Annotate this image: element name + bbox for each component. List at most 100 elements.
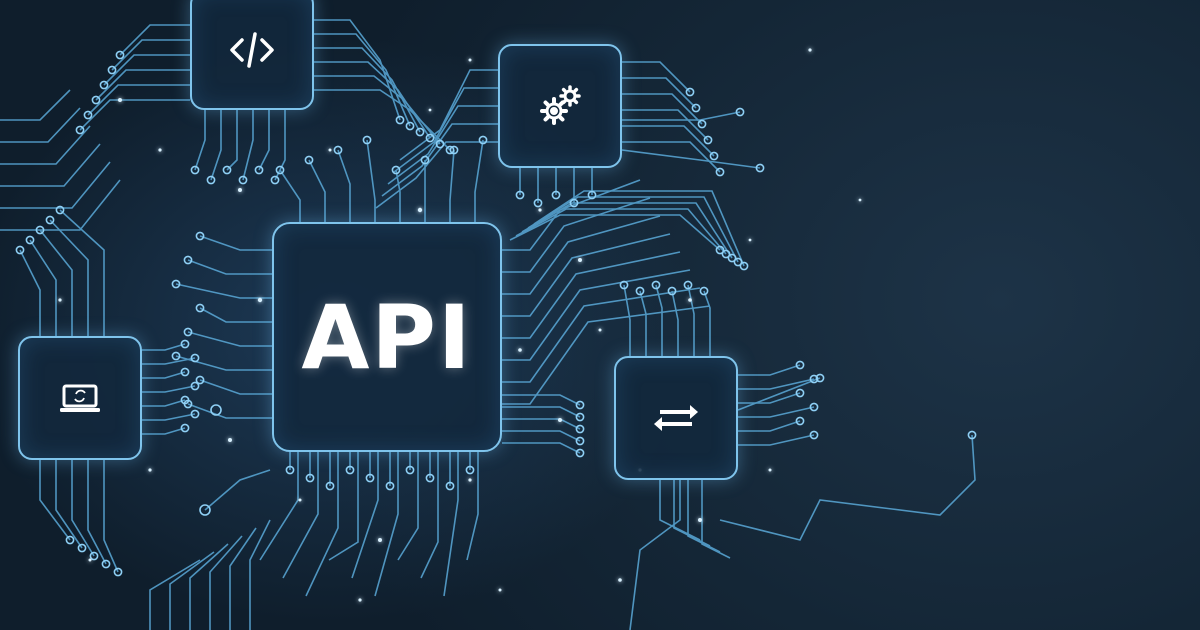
circuit-trace [738, 406, 815, 418]
glow-spark [468, 478, 472, 482]
circuit-trace [399, 69, 498, 161]
trace-pad [325, 481, 335, 491]
circuit-trace [49, 219, 89, 336]
circuit-trace [187, 403, 272, 419]
trace-pad [795, 416, 805, 426]
circuit-trace [737, 377, 821, 411]
trace-pad [238, 175, 248, 185]
api-label: API [301, 285, 473, 389]
trace-pad [795, 360, 805, 370]
trace-pad [333, 145, 343, 155]
glow-spark [228, 438, 232, 442]
trace-pad [89, 551, 99, 561]
trace-pad [575, 424, 585, 434]
circuit-trace [308, 159, 326, 222]
glow-spark [358, 598, 362, 602]
gears-icon [540, 85, 581, 125]
glow-spark [688, 298, 692, 302]
trace-pad [180, 367, 190, 377]
glow-spark [618, 578, 622, 582]
trace-pad [575, 448, 585, 458]
circuit-trace [474, 139, 484, 222]
trace-pad [254, 165, 264, 175]
exchange-chip [614, 356, 738, 480]
glow-spark [748, 238, 752, 242]
circuit-trace [142, 343, 186, 351]
circuit-trace [622, 61, 691, 93]
glow-spark [518, 348, 522, 352]
trace-pad [210, 404, 222, 416]
trace-pad [709, 151, 719, 161]
trace-pad [445, 145, 455, 155]
circuit-trace [703, 290, 711, 356]
trace-pad [183, 327, 193, 337]
glow-spark [328, 148, 332, 152]
trace-pad [721, 249, 731, 259]
swap-arrows-icon [654, 405, 698, 431]
trace-pad [25, 235, 35, 245]
circuit-trace [738, 364, 801, 376]
circuit-trace [397, 452, 419, 561]
trace-pad [727, 253, 737, 263]
trace-pad [809, 430, 819, 440]
circuit-trace [366, 139, 376, 222]
circuit-trace [29, 239, 57, 336]
circuit-trace [738, 420, 801, 432]
trace-pad [533, 198, 543, 208]
settings-chip [498, 44, 622, 168]
circuit-trace [314, 47, 421, 133]
circuit-trace [502, 406, 581, 418]
trace-pad [715, 167, 725, 177]
glow-spark [417, 207, 423, 213]
circuit-trace [502, 430, 581, 442]
trace-pad [683, 280, 693, 290]
trace-pad [739, 261, 749, 271]
code-chip [190, 0, 314, 110]
glow-spark [378, 538, 382, 542]
trace-pad [365, 473, 375, 483]
glow-spark [768, 468, 772, 472]
trace-pad [107, 65, 117, 75]
glow-spark [808, 48, 812, 52]
circuit-trace [687, 284, 695, 356]
circuit-trace [142, 357, 196, 365]
circuit-trace [374, 452, 399, 597]
circuit-trace [111, 39, 190, 71]
circuit-trace [0, 143, 101, 187]
trace-pad [445, 481, 455, 491]
circuit-trace [210, 110, 222, 181]
circuit-trace [0, 107, 81, 143]
circuit-trace [509, 214, 721, 251]
circuit-trace [443, 452, 459, 597]
trace-pad [551, 190, 561, 200]
glow-spark [158, 148, 162, 152]
trace-pad [735, 107, 745, 117]
trace-pad [699, 286, 709, 296]
trace-pad [635, 286, 645, 296]
trace-pad [345, 465, 355, 475]
trace-pad [809, 374, 819, 384]
glow-spark [598, 328, 602, 332]
circuit-trace [87, 84, 190, 116]
trace-pad [715, 245, 725, 255]
circuit-trace [194, 110, 206, 171]
circuit-trace [19, 249, 41, 336]
circuit-trace [328, 452, 359, 561]
circuit-trace [258, 110, 270, 171]
circuit-trace [502, 197, 651, 273]
circuit-trace [639, 290, 647, 356]
api-chip: API [272, 222, 502, 452]
circuit-trace [502, 442, 581, 454]
circuit-trace [622, 125, 715, 157]
circuit-trace [242, 110, 254, 181]
circuit-trace [527, 196, 739, 263]
circuit-trace [671, 290, 679, 356]
circuit-trace [502, 179, 641, 251]
glow-spark [118, 98, 122, 102]
circuit-trace [622, 109, 709, 141]
trace-pad [809, 402, 819, 412]
trace-pad [575, 400, 585, 410]
trace-pad [755, 163, 765, 173]
circuit-trace [71, 460, 95, 557]
